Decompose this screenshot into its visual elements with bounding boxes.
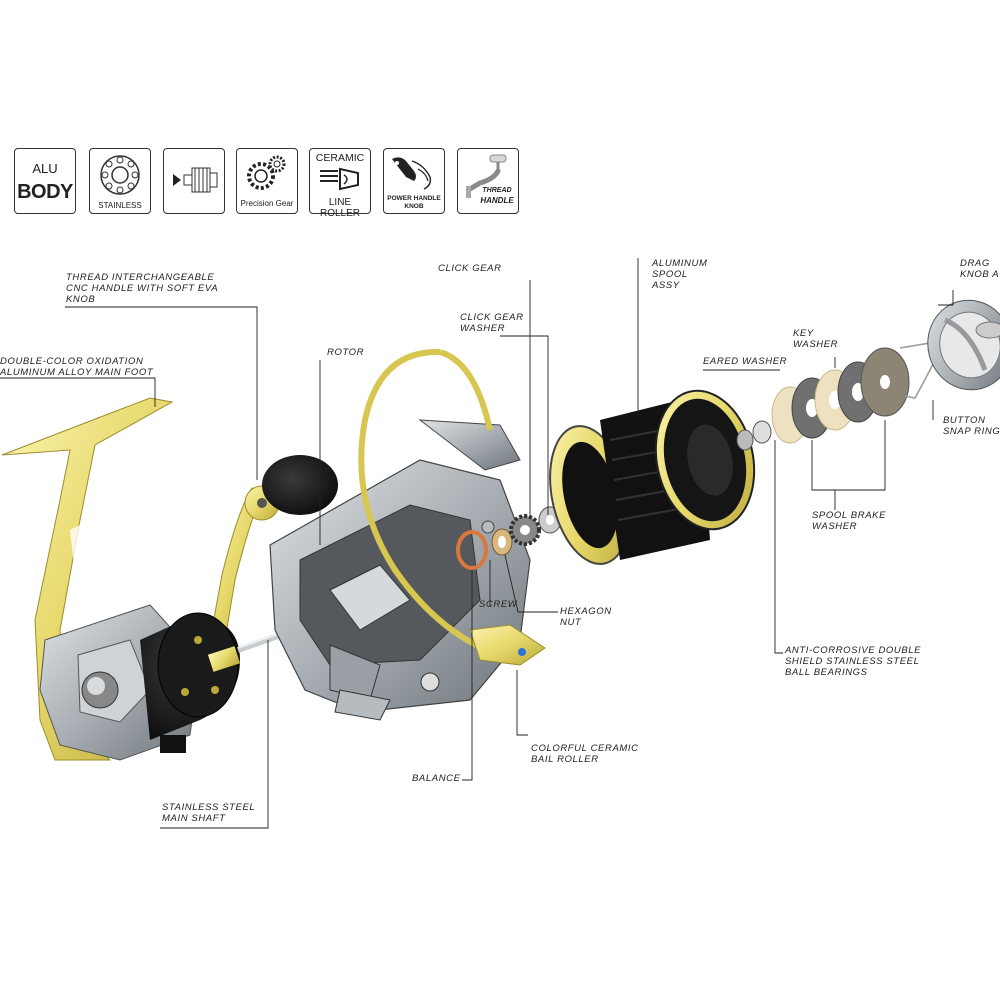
- callout-key-washer: KEY WASHER: [793, 328, 839, 350]
- bearing-2: [752, 420, 772, 444]
- callout-eared-washer: EARED WASHER: [703, 356, 788, 367]
- callout-button-snap-ring: BUTTON SNAP RING: [943, 415, 1000, 437]
- line-roller-label: LINE ROLLER: [319, 197, 360, 219]
- thread-handle-icon: THREAD HANDLE: [457, 148, 519, 214]
- rotor: [269, 419, 531, 721]
- callout-main-foot: DOUBLE-COLOR OXIDATION ALUMINUM ALLOY MA…: [0, 356, 154, 378]
- ceramic-line-roller-icon: CERAMIC LINE ROLLER: [309, 148, 371, 219]
- main-shaft-icon: [163, 148, 225, 214]
- callout-balance: BALANCE: [412, 773, 461, 784]
- screw: [481, 520, 495, 534]
- callout-drag-knob: DRAG KNOB A: [960, 258, 1000, 280]
- stainless-bearing-icon: STAINLESS: [89, 148, 151, 214]
- power-handle-label: POWER HANDLE: [387, 195, 441, 202]
- handle-icon: [466, 154, 507, 198]
- line-roller-icon: [320, 167, 359, 191]
- bail-wire: [358, 348, 501, 658]
- power-handle-knob-icon: POWER HANDLE KNOB: [383, 148, 445, 214]
- callout-spool-brake-washer: SPOOL BRAKE WASHER: [812, 510, 887, 532]
- body-label: BODY: [17, 181, 73, 203]
- precision-gear-label: Precision Gear: [240, 199, 294, 208]
- precision-gear-icon: Precision Gear: [236, 148, 298, 214]
- drag-knob: [927, 299, 1000, 391]
- callout-spool-assy: ALUMINUM SPOOL ASSY: [652, 258, 708, 291]
- callout-main-shaft: STAINLESS STEEL MAIN SHAFT: [162, 802, 256, 824]
- callout-hexagon-nut: HEXAGON NUT: [560, 606, 612, 628]
- bearing-1: [736, 429, 754, 451]
- leader-lines: [0, 258, 954, 829]
- callout-click-gear: CLICK GEAR: [438, 263, 502, 274]
- handle-nut: [140, 612, 311, 740]
- callout-rotor: ROTOR: [327, 347, 365, 358]
- callout-screw: SCREW: [479, 599, 518, 610]
- handle-label: HANDLE: [480, 196, 514, 205]
- bearing-icon: [100, 155, 140, 195]
- ceramic-label: CERAMIC: [315, 152, 365, 164]
- knob-label: KNOB: [404, 203, 424, 210]
- alu-body-icon: ALU BODY: [14, 148, 76, 214]
- stainless-label: STAINLESS: [98, 201, 142, 210]
- screw-washer: [456, 530, 488, 570]
- callout-bail-roller: COLORFUL CERAMIC BAIL ROLLER: [531, 743, 639, 765]
- hand-knob-icon: [392, 157, 432, 190]
- eva-knob: [262, 455, 338, 515]
- callout-click-gear-washer: CLICK GEAR WASHER: [460, 312, 524, 334]
- gear-icon: [247, 155, 286, 190]
- thread-label: THREAD: [482, 187, 512, 194]
- handle-arm: [209, 455, 338, 641]
- click-gear-parts: [456, 506, 562, 570]
- bail-arm: [469, 624, 546, 666]
- alu-label: ALU: [32, 161, 58, 176]
- callout-handle: THREAD INTERCHANGEABLE CNC HANDLE WITH S…: [66, 272, 219, 305]
- drag-washers: [736, 342, 936, 451]
- aluminum-spool: [549, 389, 756, 565]
- callout-bearings: ANTI-CORROSIVE DOUBLE SHIELD STAINLESS S…: [785, 645, 922, 678]
